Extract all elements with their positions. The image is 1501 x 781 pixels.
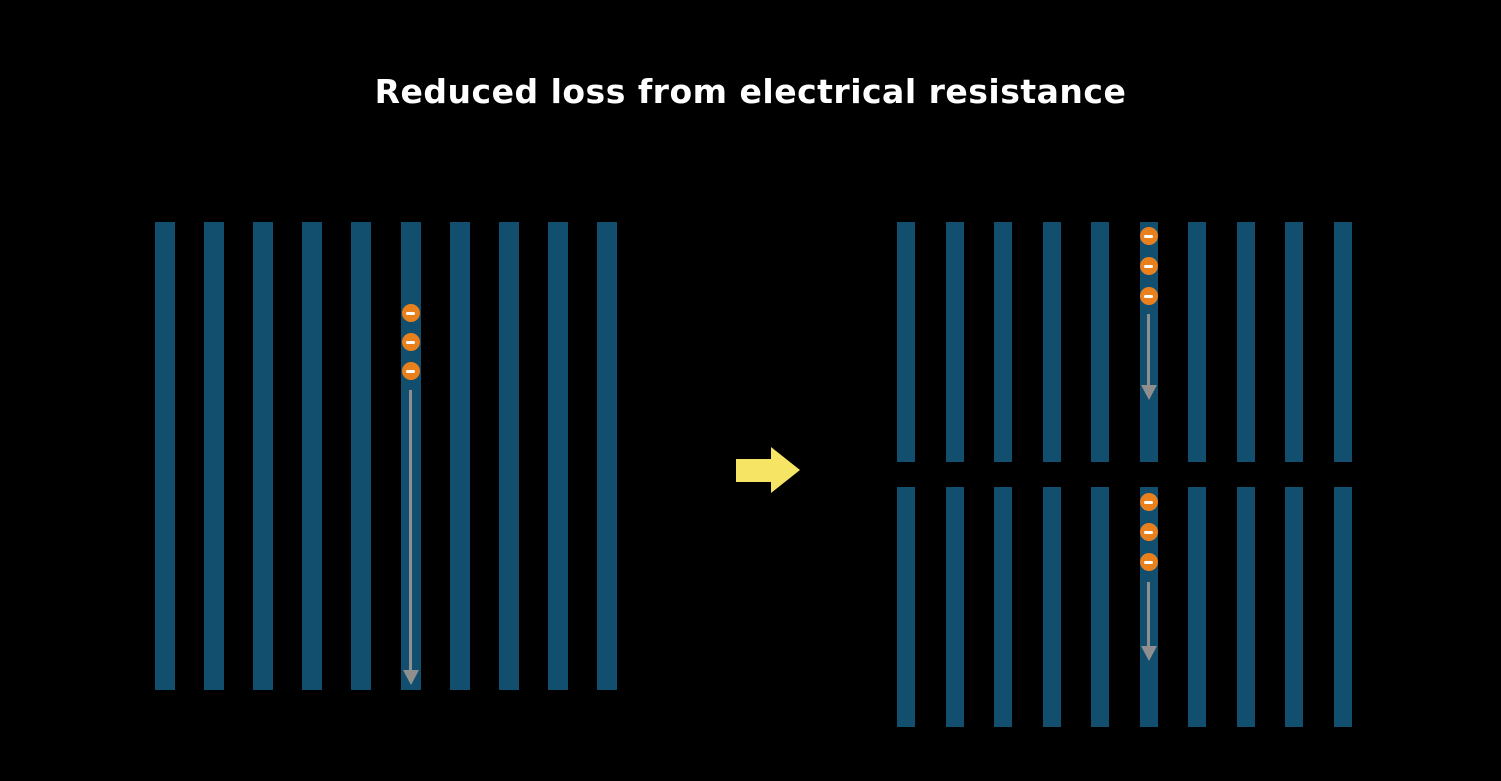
conductor-bar: [1091, 222, 1110, 462]
conductor-bar: [994, 222, 1013, 462]
conductor-bar: [1236, 487, 1255, 727]
conductor-bar: [1188, 222, 1207, 462]
diagram-title: Reduced loss from electrical resistance: [374, 72, 1127, 111]
split-cell-bottom-panel: [897, 487, 1352, 727]
conductor-bar: [253, 222, 274, 690]
conductor-bar: [1042, 222, 1061, 462]
conductor-bar: [1333, 487, 1352, 727]
conductor-bar: [1139, 487, 1158, 727]
conductor-bar: [1285, 487, 1304, 727]
single-long-cell-panel: [155, 222, 617, 690]
arrow-shaft: [736, 459, 771, 482]
conductor-bar: [1042, 487, 1061, 727]
conductor-bar: [897, 222, 915, 462]
split-cell-top-panel: [897, 222, 1352, 462]
transform-right-arrow-icon: [736, 447, 800, 493]
conductor-bar: [155, 222, 175, 690]
conductor-bar: [1139, 222, 1158, 462]
conductor-bar: [400, 222, 421, 690]
conductor-bar: [945, 487, 964, 727]
arrow-head: [771, 447, 800, 493]
conductor-bar: [945, 222, 964, 462]
conductor-bar: [1188, 487, 1207, 727]
conductor-bar: [351, 222, 372, 690]
electron-flow-overlay: [897, 487, 1352, 727]
conductor-bar: [204, 222, 225, 690]
conductor-bar: [1333, 222, 1352, 462]
conductor-bar: [547, 222, 568, 690]
conductor-bar: [1285, 222, 1304, 462]
conductor-bar: [897, 487, 915, 727]
conductor-bar: [449, 222, 470, 690]
electron-flow-overlay: [897, 222, 1352, 462]
conductor-bar: [994, 487, 1013, 727]
conductor-bar: [596, 222, 617, 690]
conductor-bar: [302, 222, 323, 690]
conductor-bar: [1236, 222, 1255, 462]
conductor-bar: [1091, 487, 1110, 727]
conductor-bar: [498, 222, 519, 690]
